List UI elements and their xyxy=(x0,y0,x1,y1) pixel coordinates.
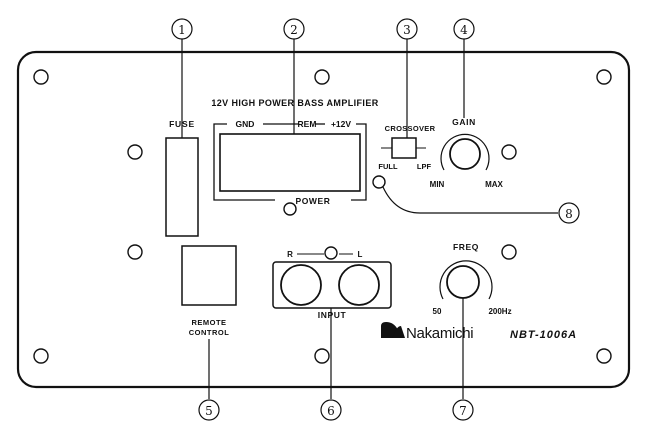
input-r-label: R xyxy=(287,250,293,259)
input-jack-block xyxy=(272,261,392,309)
remote-control-label-line1: REMOTE xyxy=(191,318,226,327)
callout-6: 6 xyxy=(327,404,335,418)
callout-3: 3 xyxy=(403,23,411,37)
input-led xyxy=(324,246,338,260)
freq-label: FREQ xyxy=(453,242,479,252)
power-terminal-block xyxy=(219,133,361,192)
mounting-hole xyxy=(501,144,517,160)
callout-1: 1 xyxy=(178,23,186,37)
callout-4: 4 xyxy=(460,23,468,37)
callout-circle xyxy=(171,18,193,40)
mounting-hole xyxy=(127,144,143,160)
mounting-hole xyxy=(314,348,330,364)
mounting-hole xyxy=(596,69,612,85)
mounting-hole xyxy=(501,244,517,260)
input-jack-r xyxy=(280,264,322,306)
gain-min-label: MIN xyxy=(430,180,445,189)
brand-name: Nakamichi xyxy=(406,325,473,342)
freq-max-label: 200Hz xyxy=(488,307,511,316)
callout-2: 2 xyxy=(290,23,298,37)
power-terminal-frame xyxy=(213,123,367,201)
freq-scale-arc xyxy=(439,260,493,300)
crossover-full-label: FULL xyxy=(378,162,398,171)
callout-circle xyxy=(452,399,474,421)
gnd-label: GND xyxy=(236,119,255,129)
model-number: NBT-1006A xyxy=(510,329,577,341)
callout-circle xyxy=(453,18,475,40)
callout-leaders xyxy=(181,39,558,399)
gain-label: GAIN xyxy=(452,117,476,127)
callout-circle xyxy=(558,202,580,224)
input-label: INPUT xyxy=(318,310,347,320)
crossover-lpf-label: LPF xyxy=(417,162,432,171)
callout-circle xyxy=(320,399,342,421)
input-l-label: L xyxy=(358,250,363,259)
mounting-holes xyxy=(33,69,612,364)
mounting-hole xyxy=(596,348,612,364)
input-jack-l xyxy=(338,264,380,306)
mounting-hole xyxy=(127,244,143,260)
callout-circle xyxy=(198,399,220,421)
mounting-hole xyxy=(33,69,49,85)
mounting-hole xyxy=(33,348,49,364)
nakamichi-logo-icon xyxy=(381,322,405,338)
remote-control-label-line2: CONTROL xyxy=(189,328,230,337)
freq-knob xyxy=(446,265,480,299)
power-label: POWER xyxy=(295,196,330,206)
crossover-label: CROSSOVER xyxy=(385,124,436,133)
gain-scale-arc xyxy=(440,133,490,171)
gain-max-label: MAX xyxy=(485,180,503,189)
status-led xyxy=(372,175,386,189)
plus12v-label: +12V xyxy=(331,119,351,129)
mounting-hole xyxy=(314,69,330,85)
callout-7: 7 xyxy=(459,404,467,418)
crossover-switch xyxy=(391,137,417,159)
remote-control-port xyxy=(181,245,237,306)
callout-5: 5 xyxy=(205,404,213,418)
fuse-holder xyxy=(165,137,199,237)
callout-8: 8 xyxy=(565,207,573,221)
gain-knob xyxy=(449,138,481,170)
power-led xyxy=(283,202,297,216)
panel-outline xyxy=(16,50,631,389)
callout-numbers: 1 2 3 4 5 6 7 8 xyxy=(171,18,580,421)
panel-title: 12V HIGH POWER BASS AMPLIFIER xyxy=(211,98,378,108)
callout-circle xyxy=(283,18,305,40)
rem-label: REM xyxy=(298,119,317,129)
freq-min-label: 50 xyxy=(433,307,442,316)
callout-circle xyxy=(396,18,418,40)
